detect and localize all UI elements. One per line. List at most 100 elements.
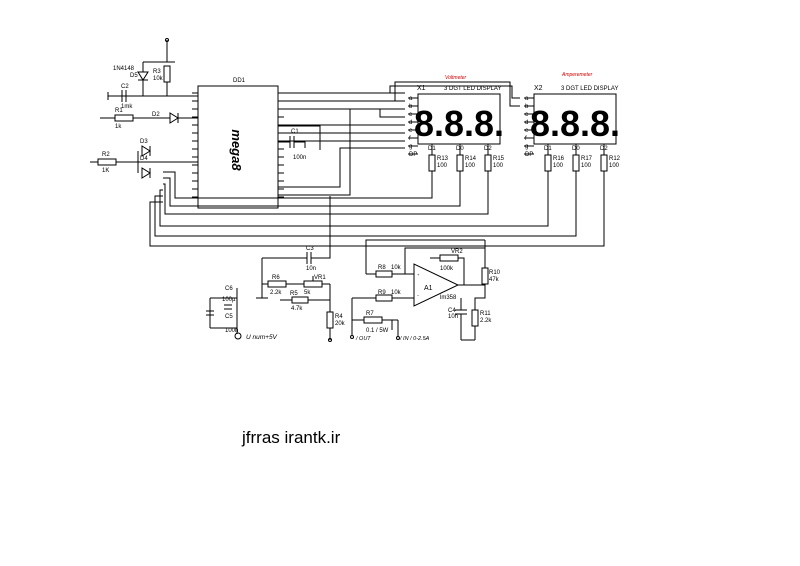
display-x1-digits: 8.8.8. bbox=[414, 103, 504, 144]
resistor-r7-value: 0.1 / 5W bbox=[366, 328, 389, 334]
display-x1-title: 3 DGT LED DISPLAY bbox=[444, 86, 501, 92]
display-x1: Voltmeter X1 3 DGT LED DISPLAY 8.8.8. ab… bbox=[408, 75, 504, 158]
resistor-r17 bbox=[572, 154, 580, 172]
resistor-r14 bbox=[456, 154, 464, 172]
power-supply: C6 100µ C5 100n U num+5V bbox=[206, 286, 278, 341]
resistor-r14-value: 100 bbox=[465, 163, 476, 169]
capacitor-c1-value: 100n bbox=[293, 155, 306, 161]
resistor-r10 bbox=[481, 267, 489, 285]
display-pin-label: d bbox=[525, 120, 528, 126]
resistor-r5 bbox=[291, 296, 309, 304]
display-x1-ref: X1 bbox=[417, 85, 426, 92]
resistor-r17-ref: R17 bbox=[581, 156, 593, 162]
display-x2-ref: X2 bbox=[534, 85, 543, 92]
display-x1-body bbox=[417, 93, 501, 145]
resistor-r6 bbox=[267, 280, 287, 288]
reset-circuit: 1N4148 D5 R3 10k C2 1mk bbox=[107, 38, 198, 110]
microcontroller: DD1 mega8 bbox=[192, 78, 284, 209]
resistor-r11-ref: R11 bbox=[480, 311, 491, 317]
diode-d5-part: 1N4148 bbox=[113, 66, 135, 72]
supply-label: U num+5V bbox=[246, 334, 278, 341]
resistor-r11-value: 2.2k bbox=[480, 318, 492, 324]
resistor-r12 bbox=[600, 154, 608, 172]
mcu-name: mega8 bbox=[229, 129, 244, 171]
resistor-r16 bbox=[544, 154, 552, 172]
resistor-r3-value: 10k bbox=[153, 76, 164, 82]
display-x1-caption: Voltmeter bbox=[445, 75, 467, 81]
resistor-r7 bbox=[363, 316, 383, 324]
capacitor-c3-ref: C3 bbox=[306, 246, 314, 252]
display-x2-body bbox=[533, 93, 617, 145]
resistor-r3 bbox=[163, 65, 171, 83]
resistor-r8 bbox=[375, 270, 393, 278]
display-pin-label: DP bbox=[409, 152, 417, 158]
potentiometer-vr1-value: 5k bbox=[304, 290, 311, 296]
diode-d2 bbox=[169, 112, 179, 124]
display-pin-label: c bbox=[409, 112, 412, 118]
diode-d5-ref: D5 bbox=[130, 73, 138, 79]
capacitor-c5-value: 100n bbox=[225, 328, 238, 334]
mcu-pins-left bbox=[192, 92, 198, 198]
resistor-r10-value: 47k bbox=[489, 277, 500, 283]
resistor-r3-ref: R3 bbox=[153, 69, 161, 75]
resistor-r4 bbox=[326, 311, 334, 329]
opamp-a1-ref: A1 bbox=[424, 285, 433, 292]
display-x2: Amperemeter X2 3 DGT LED DISPLAY 8.8.8. … bbox=[524, 72, 620, 158]
resistor-r15-value: 100 bbox=[493, 163, 504, 169]
display-pin-label: c bbox=[525, 112, 528, 118]
resistor-r8-ref: R8 bbox=[378, 265, 386, 271]
resistor-r8-value: 10k bbox=[391, 265, 402, 271]
display-pin-label: a bbox=[525, 96, 529, 102]
resistor-r13-ref: R13 bbox=[437, 156, 449, 162]
adc-filter: C1 100n bbox=[278, 125, 321, 161]
resistor-r2 bbox=[97, 158, 117, 166]
resistor-r1 bbox=[114, 114, 134, 122]
resistor-r16-ref: R16 bbox=[553, 156, 565, 162]
display-x2-caption: Amperemeter bbox=[561, 72, 593, 78]
display-x2-title: 3 DGT LED DISPLAY bbox=[561, 86, 618, 92]
potentiometer-vr2 bbox=[439, 254, 459, 262]
resistor-r6-ref: R6 bbox=[272, 275, 280, 281]
resistor-r1-ref: R1 bbox=[115, 108, 123, 114]
mcu-ref: DD1 bbox=[233, 78, 246, 84]
display-x2-digits: 8.8.8. bbox=[530, 103, 620, 144]
capacitor-c5-ref: C5 bbox=[225, 314, 233, 320]
resistor-r14-ref: R14 bbox=[465, 156, 477, 162]
display-pin-label: b bbox=[409, 104, 413, 110]
display-pin-label: f bbox=[525, 136, 527, 142]
diode-d4-ref: D4 bbox=[140, 156, 148, 162]
resistor-r12-ref: R12 bbox=[609, 156, 621, 162]
capacitor-c2-value: 1mk bbox=[121, 104, 133, 110]
resistor-r2-value: 1K bbox=[102, 168, 109, 174]
resistor-r9-value: 10k bbox=[391, 290, 402, 296]
capacitor-c1-ref: C1 bbox=[291, 129, 299, 135]
capacitor-c4-value: 10n bbox=[448, 314, 458, 320]
potentiometer-vr1-ref: VR1 bbox=[314, 275, 326, 281]
resistor-r17-value: 100 bbox=[581, 163, 592, 169]
resistor-r15 bbox=[484, 154, 492, 172]
display-pin-label: a bbox=[409, 96, 413, 102]
resistor-r5-ref: R5 bbox=[290, 291, 298, 297]
capacitor-c4-ref: C4 bbox=[448, 308, 456, 314]
resistor-r7-ref: R7 bbox=[366, 311, 374, 317]
input-label: / IN / 0-2.5A bbox=[399, 336, 430, 342]
resistor-r11 bbox=[471, 309, 479, 327]
resistor-r4-ref: R4 bbox=[335, 314, 343, 320]
resistor-r9-ref: R9 bbox=[378, 290, 386, 296]
voltage-divider: C3 10n R6 2.2k VR1 5k R5 4.7k R4 20k bbox=[256, 196, 346, 342]
supply-terminal bbox=[234, 332, 242, 340]
svg-text:+: + bbox=[417, 272, 420, 277]
potentiometer-vr2-ref: VR2 bbox=[451, 249, 463, 255]
diode-d3 bbox=[141, 145, 151, 157]
opamp-a1 bbox=[413, 263, 460, 307]
opamp-a1-part: lm358 bbox=[440, 295, 457, 301]
display-pin-label: d bbox=[409, 120, 412, 126]
diode-d2-ref: D2 bbox=[152, 112, 160, 118]
display-pin-label: e bbox=[409, 128, 413, 134]
resistor-r13-value: 100 bbox=[437, 163, 448, 169]
resistor-r6-value: 2.2k bbox=[270, 290, 282, 296]
capacitor-c6-value: 100µ bbox=[222, 297, 236, 303]
segment-bus bbox=[278, 81, 520, 196]
